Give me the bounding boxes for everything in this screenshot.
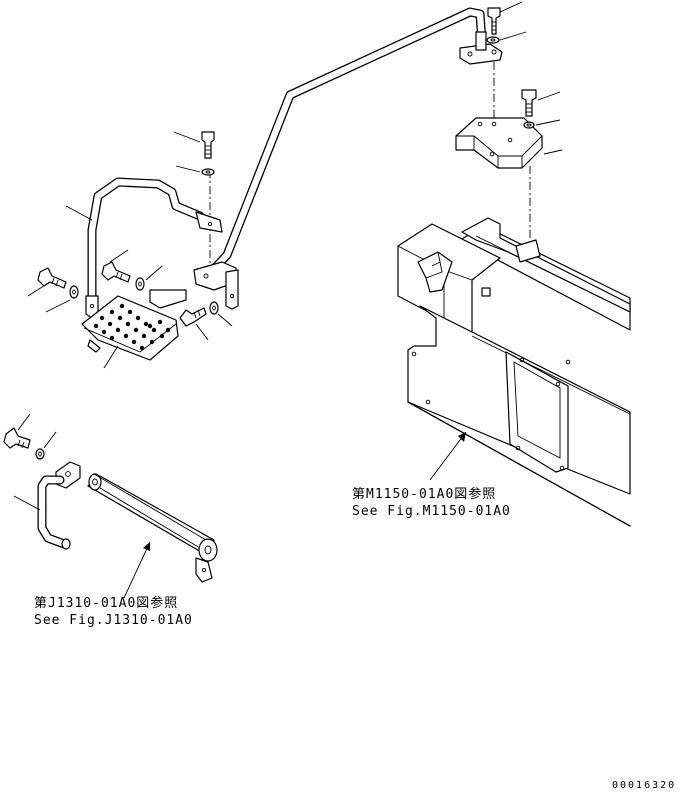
bolt-step-right <box>179 301 233 341</box>
side-frame <box>397 217 631 527</box>
pin-reference-en: See Fig.J1310-01A0 <box>34 613 193 628</box>
bolt-step-left <box>27 267 79 313</box>
bolt-step-middle <box>101 249 163 291</box>
drawing-code: 00016320 <box>612 780 677 791</box>
pin-bolt <box>3 413 57 460</box>
long-handrail <box>193 7 503 310</box>
hook-pipe <box>13 461 81 550</box>
mounting-bracket <box>455 117 563 169</box>
frame-reference-en: See Fig.M1150-01A0 <box>352 504 511 519</box>
short-handrail <box>65 177 223 319</box>
bolt-bracket <box>521 89 561 129</box>
bolt-top <box>486 1 527 44</box>
frame-reference-jp: 第M1150-01A0図参照 <box>352 487 497 502</box>
long-pin <box>87 473 218 599</box>
bolt-handrail <box>173 131 215 176</box>
step-plate <box>81 289 187 369</box>
pin-reference-jp: 第J1310-01A0図参照 <box>34 596 179 611</box>
